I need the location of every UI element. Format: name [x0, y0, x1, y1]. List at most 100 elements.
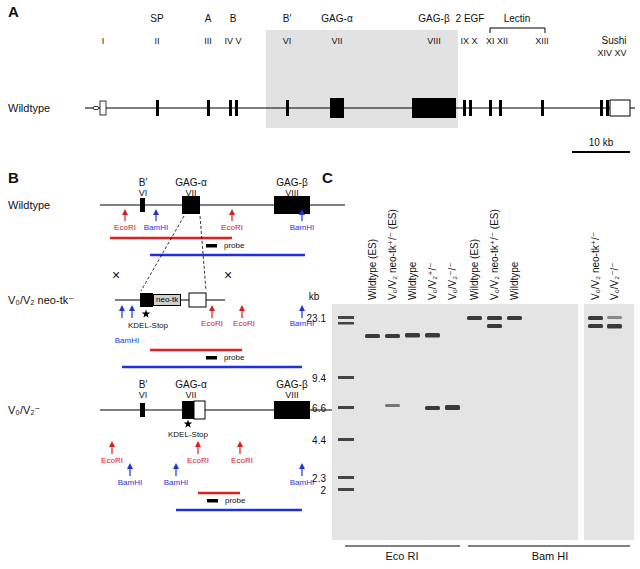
ecori-label: EcoRI [201, 320, 223, 329]
lane-label: Wildtype [509, 262, 520, 300]
bamhi-label: BamHI [164, 479, 188, 488]
figure-label: 2 [320, 485, 326, 496]
figure-label: II [154, 37, 159, 47]
bamhi-site [301, 466, 302, 476]
figure-label: VIII [285, 189, 299, 199]
lane-label: Wildtype (ES) [367, 239, 378, 300]
exon-part [194, 401, 205, 419]
bamhi-site [155, 212, 156, 221]
figure-label: XI XII [486, 37, 508, 47]
exon [140, 403, 145, 417]
band [467, 316, 482, 320]
figure-label: VIII [427, 37, 441, 47]
exon [274, 401, 310, 419]
exon [469, 100, 472, 116]
band [607, 316, 622, 319]
figure-label: I [102, 37, 105, 47]
ecori-label: EcoRI [101, 457, 123, 466]
blot-gap [578, 304, 584, 540]
figure-label: 23.1 [307, 313, 326, 324]
exon [182, 401, 194, 419]
shaded-region [266, 30, 458, 128]
exon [463, 100, 466, 116]
figure-label: GAG-α [175, 379, 206, 390]
figure-label: B [230, 13, 237, 24]
homology-line [200, 216, 206, 291]
exon [606, 100, 609, 116]
band [405, 333, 420, 338]
exon [207, 100, 210, 116]
ladder-band [338, 406, 354, 409]
panel-letter: A [8, 4, 19, 21]
figure-label: × [224, 268, 232, 283]
ladder-band [338, 476, 354, 479]
figure-label: Lectin [504, 13, 531, 24]
exon [489, 100, 492, 116]
bamhi-label: BamHI [115, 337, 139, 346]
exon [140, 293, 153, 307]
exon [286, 100, 289, 116]
lane-label: V₀/V₂ neo-tk⁺/⁻ (ES) [489, 209, 500, 300]
bamhi-fragment [150, 254, 305, 257]
probe-bar [206, 356, 217, 360]
lectin-bracket [490, 28, 545, 33]
figure-label: 2.3 [312, 473, 326, 484]
bamhi-site [131, 308, 132, 318]
band [445, 405, 460, 410]
band [588, 324, 603, 328]
exon [229, 100, 232, 116]
bamhi-site [121, 308, 122, 318]
bamhi-fragment [122, 366, 302, 369]
ecori-label: EcoRI [233, 320, 255, 329]
figure-label: probe [224, 242, 244, 251]
ecori-site [111, 444, 112, 454]
ladder-band [338, 488, 354, 491]
stop-star [142, 310, 151, 318]
group-line [345, 546, 460, 547]
exon [330, 98, 344, 118]
figure-label: GAG-α [175, 177, 206, 188]
figure-label: Sushi [601, 35, 626, 46]
lane-label: V₀/V₂⁻/⁻ [447, 263, 458, 301]
figure-label: IX X [460, 37, 477, 47]
exon [235, 100, 238, 116]
figure-label: B′ [139, 379, 148, 390]
exon-utr [610, 100, 630, 116]
figure-label: Bam HI [532, 550, 569, 562]
ladder-band [338, 322, 354, 325]
lane-label: Wildtype (ES) [469, 239, 480, 300]
band [365, 334, 380, 338]
ecori-site [124, 212, 125, 221]
figure-label: 2 EGF [456, 13, 485, 24]
ecori-site [197, 444, 198, 454]
exon [274, 196, 310, 214]
ladder-band [338, 376, 354, 379]
figure-label: Wildtype [8, 102, 50, 114]
probe-bar [207, 499, 218, 503]
figure-label: VII [185, 189, 196, 199]
band [487, 316, 502, 320]
lane-label: V₀/V₂⁻/⁻ [609, 263, 620, 301]
exon [412, 98, 456, 118]
band [385, 334, 400, 338]
homology-line [141, 216, 184, 291]
figure-label: Eco RI [385, 550, 418, 562]
bamhi-label: BamHI [118, 479, 142, 488]
figure-label: 10 kb [589, 137, 613, 148]
ecori-site [241, 308, 242, 318]
blot-membrane [332, 304, 634, 540]
lane-label: V₀/V₂ neo-tk⁺/⁻ [590, 232, 601, 300]
figure-label: GAG-β [276, 177, 307, 188]
figure-label: VI [283, 37, 292, 47]
figure-label: B′ [139, 177, 148, 188]
figure-label: B′ [283, 13, 292, 24]
ecori-label: EcoRI [221, 224, 243, 233]
lane-label: V₀/V₂ neo-tk⁺/⁻ (ES) [387, 209, 398, 300]
figure-label: GAG-β [418, 13, 449, 24]
figure-label: 9.4 [312, 373, 326, 384]
bamhi-label: BamHI [290, 224, 314, 233]
bamhi-site [129, 466, 130, 476]
band [487, 324, 502, 328]
bands [365, 316, 622, 410]
